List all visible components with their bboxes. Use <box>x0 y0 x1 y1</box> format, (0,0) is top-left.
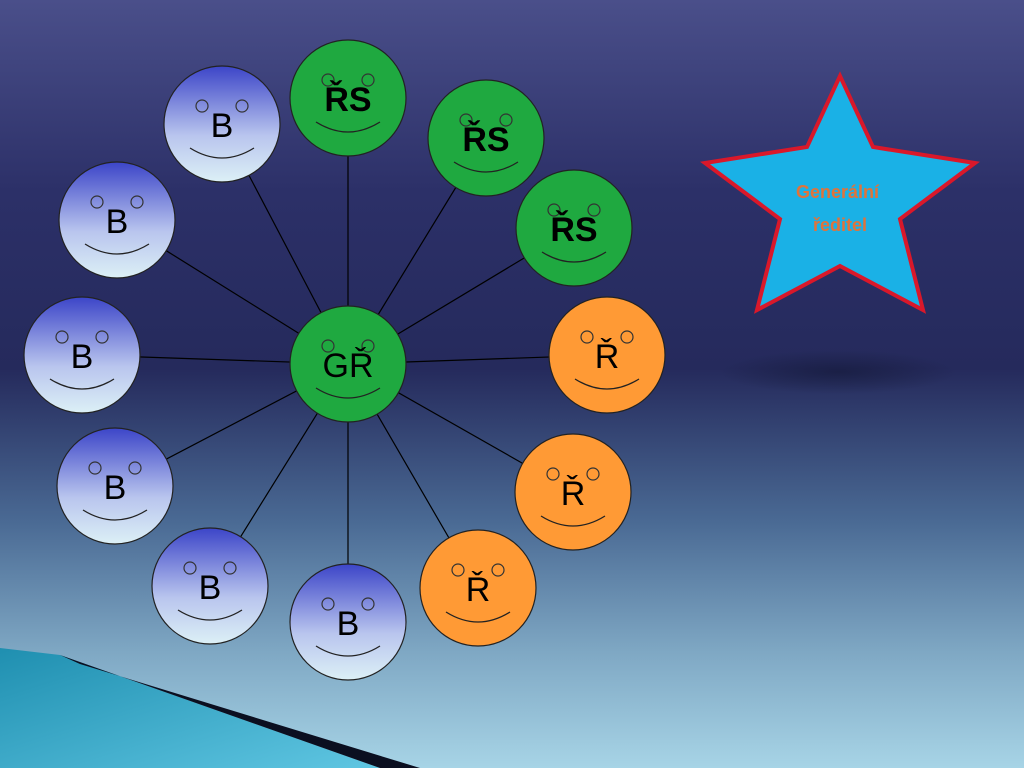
star-label-line-2: ředitel <box>813 215 867 235</box>
node-label: ŘS <box>324 81 371 119</box>
eye <box>235 99 249 113</box>
face-circle <box>515 169 633 287</box>
face-circle <box>289 563 407 681</box>
smile <box>82 509 148 521</box>
eye <box>321 597 335 611</box>
face-circle <box>419 529 537 647</box>
node-label: Ř <box>561 475 586 513</box>
eye <box>361 73 375 87</box>
eye <box>130 195 144 209</box>
smile <box>49 378 115 390</box>
node-label: GŘ <box>323 347 374 385</box>
node-label: Ř <box>466 571 491 609</box>
smiley-node: Ř <box>548 296 666 414</box>
smile <box>189 147 255 159</box>
face-circle <box>23 296 141 414</box>
eye <box>587 203 601 217</box>
smile <box>453 161 519 173</box>
eye <box>88 461 102 475</box>
smile <box>84 243 150 255</box>
node-label: B <box>104 469 127 507</box>
face-circle <box>58 161 176 279</box>
face-circle <box>289 305 407 423</box>
face-circle <box>163 65 281 183</box>
eye <box>586 467 600 481</box>
face-circle <box>56 427 174 545</box>
smiley-node: B <box>151 527 269 645</box>
eye <box>451 563 465 577</box>
face-circle <box>514 433 632 551</box>
smile <box>540 515 606 527</box>
node-label: ŘS <box>550 211 597 249</box>
node-label: B <box>71 338 94 376</box>
face-circle <box>427 79 545 197</box>
smile <box>315 645 381 657</box>
eye <box>580 330 594 344</box>
node-label: B <box>106 203 129 241</box>
node-label: Ř <box>595 338 620 376</box>
star-shape <box>699 71 981 314</box>
eye <box>620 330 634 344</box>
eye <box>128 461 142 475</box>
smiley-node: ŘS <box>289 39 407 157</box>
eye <box>183 561 197 575</box>
general-director-star: Generální ředitel <box>699 71 981 314</box>
eye <box>321 73 335 87</box>
ribbon-accent <box>0 648 380 768</box>
eye <box>223 561 237 575</box>
center-node: GŘ <box>289 305 407 423</box>
node-label: ŘS <box>462 121 509 159</box>
eye <box>55 330 69 344</box>
node-label: B <box>337 605 360 643</box>
eye <box>361 597 375 611</box>
star-label-line-1: Generální <box>796 182 880 202</box>
smiley-node: B <box>56 427 174 545</box>
star-label: Generální ředitel <box>796 182 884 235</box>
smile <box>445 611 511 623</box>
eye <box>546 467 560 481</box>
smiley-node: B <box>58 161 176 279</box>
face-circle <box>289 39 407 157</box>
eye <box>547 203 561 217</box>
smile <box>574 378 640 390</box>
smile <box>315 121 381 133</box>
smile <box>177 609 243 621</box>
smiley-nodes: ŘS ŘS ŘS Ř Ř Ř B B B B B B GŘ <box>23 39 666 681</box>
star-shadow <box>720 350 956 394</box>
face-circle <box>548 296 666 414</box>
face-circle <box>151 527 269 645</box>
smiley-node: B <box>163 65 281 183</box>
smile <box>315 387 381 399</box>
node-label: B <box>211 107 234 145</box>
smiley-node: Ř <box>514 433 632 551</box>
smiley-node: B <box>23 296 141 414</box>
eye <box>321 339 335 353</box>
smiley-node: Ř <box>419 529 537 647</box>
eye <box>195 99 209 113</box>
eye <box>361 339 375 353</box>
smiley-node: B <box>289 563 407 681</box>
eye <box>499 113 513 127</box>
eye <box>459 113 473 127</box>
eye <box>90 195 104 209</box>
smiley-node: ŘS <box>427 79 545 197</box>
eye <box>95 330 109 344</box>
smile <box>541 251 607 263</box>
node-label: B <box>199 569 222 607</box>
eye <box>491 563 505 577</box>
smiley-node: ŘS <box>515 169 633 287</box>
